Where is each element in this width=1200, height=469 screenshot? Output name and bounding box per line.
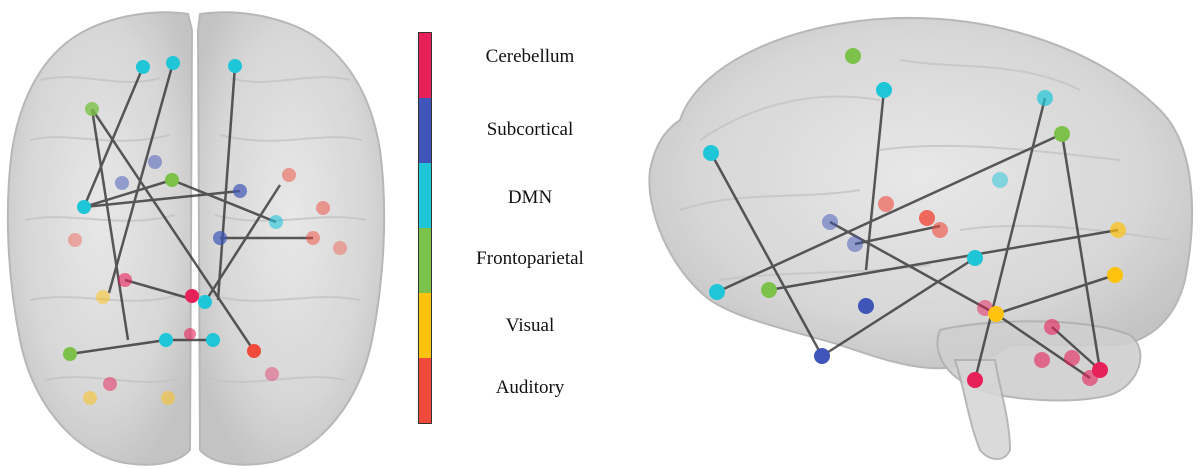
legend-swatch-dmn <box>419 163 431 228</box>
legend-swatch-cerebellum <box>419 33 431 98</box>
sagittal-brain <box>648 16 1193 460</box>
left-hemisphere <box>6 11 194 466</box>
legend-swatch-frontoparietal <box>419 228 431 293</box>
legend-swatch-auditory <box>419 358 431 423</box>
legend-swatch-subcortical <box>419 98 431 163</box>
legend-label-dmn: DMN <box>507 187 553 208</box>
legend-swatch-visual <box>419 293 431 358</box>
legend-label-cerebellum: Cerebellum <box>485 46 575 67</box>
legend-label-frontoparietal: Frontoparietal <box>476 248 584 269</box>
cerebrum <box>648 16 1193 370</box>
legend-label-subcortical: Subcortical <box>486 119 574 140</box>
axial-brain <box>6 11 386 466</box>
legend-label-auditory: Auditory <box>495 377 565 398</box>
connections <box>69 62 1119 381</box>
nodes <box>63 48 1126 405</box>
legend-color-bar <box>418 32 432 424</box>
legend-label-visual: Visual <box>505 315 555 336</box>
